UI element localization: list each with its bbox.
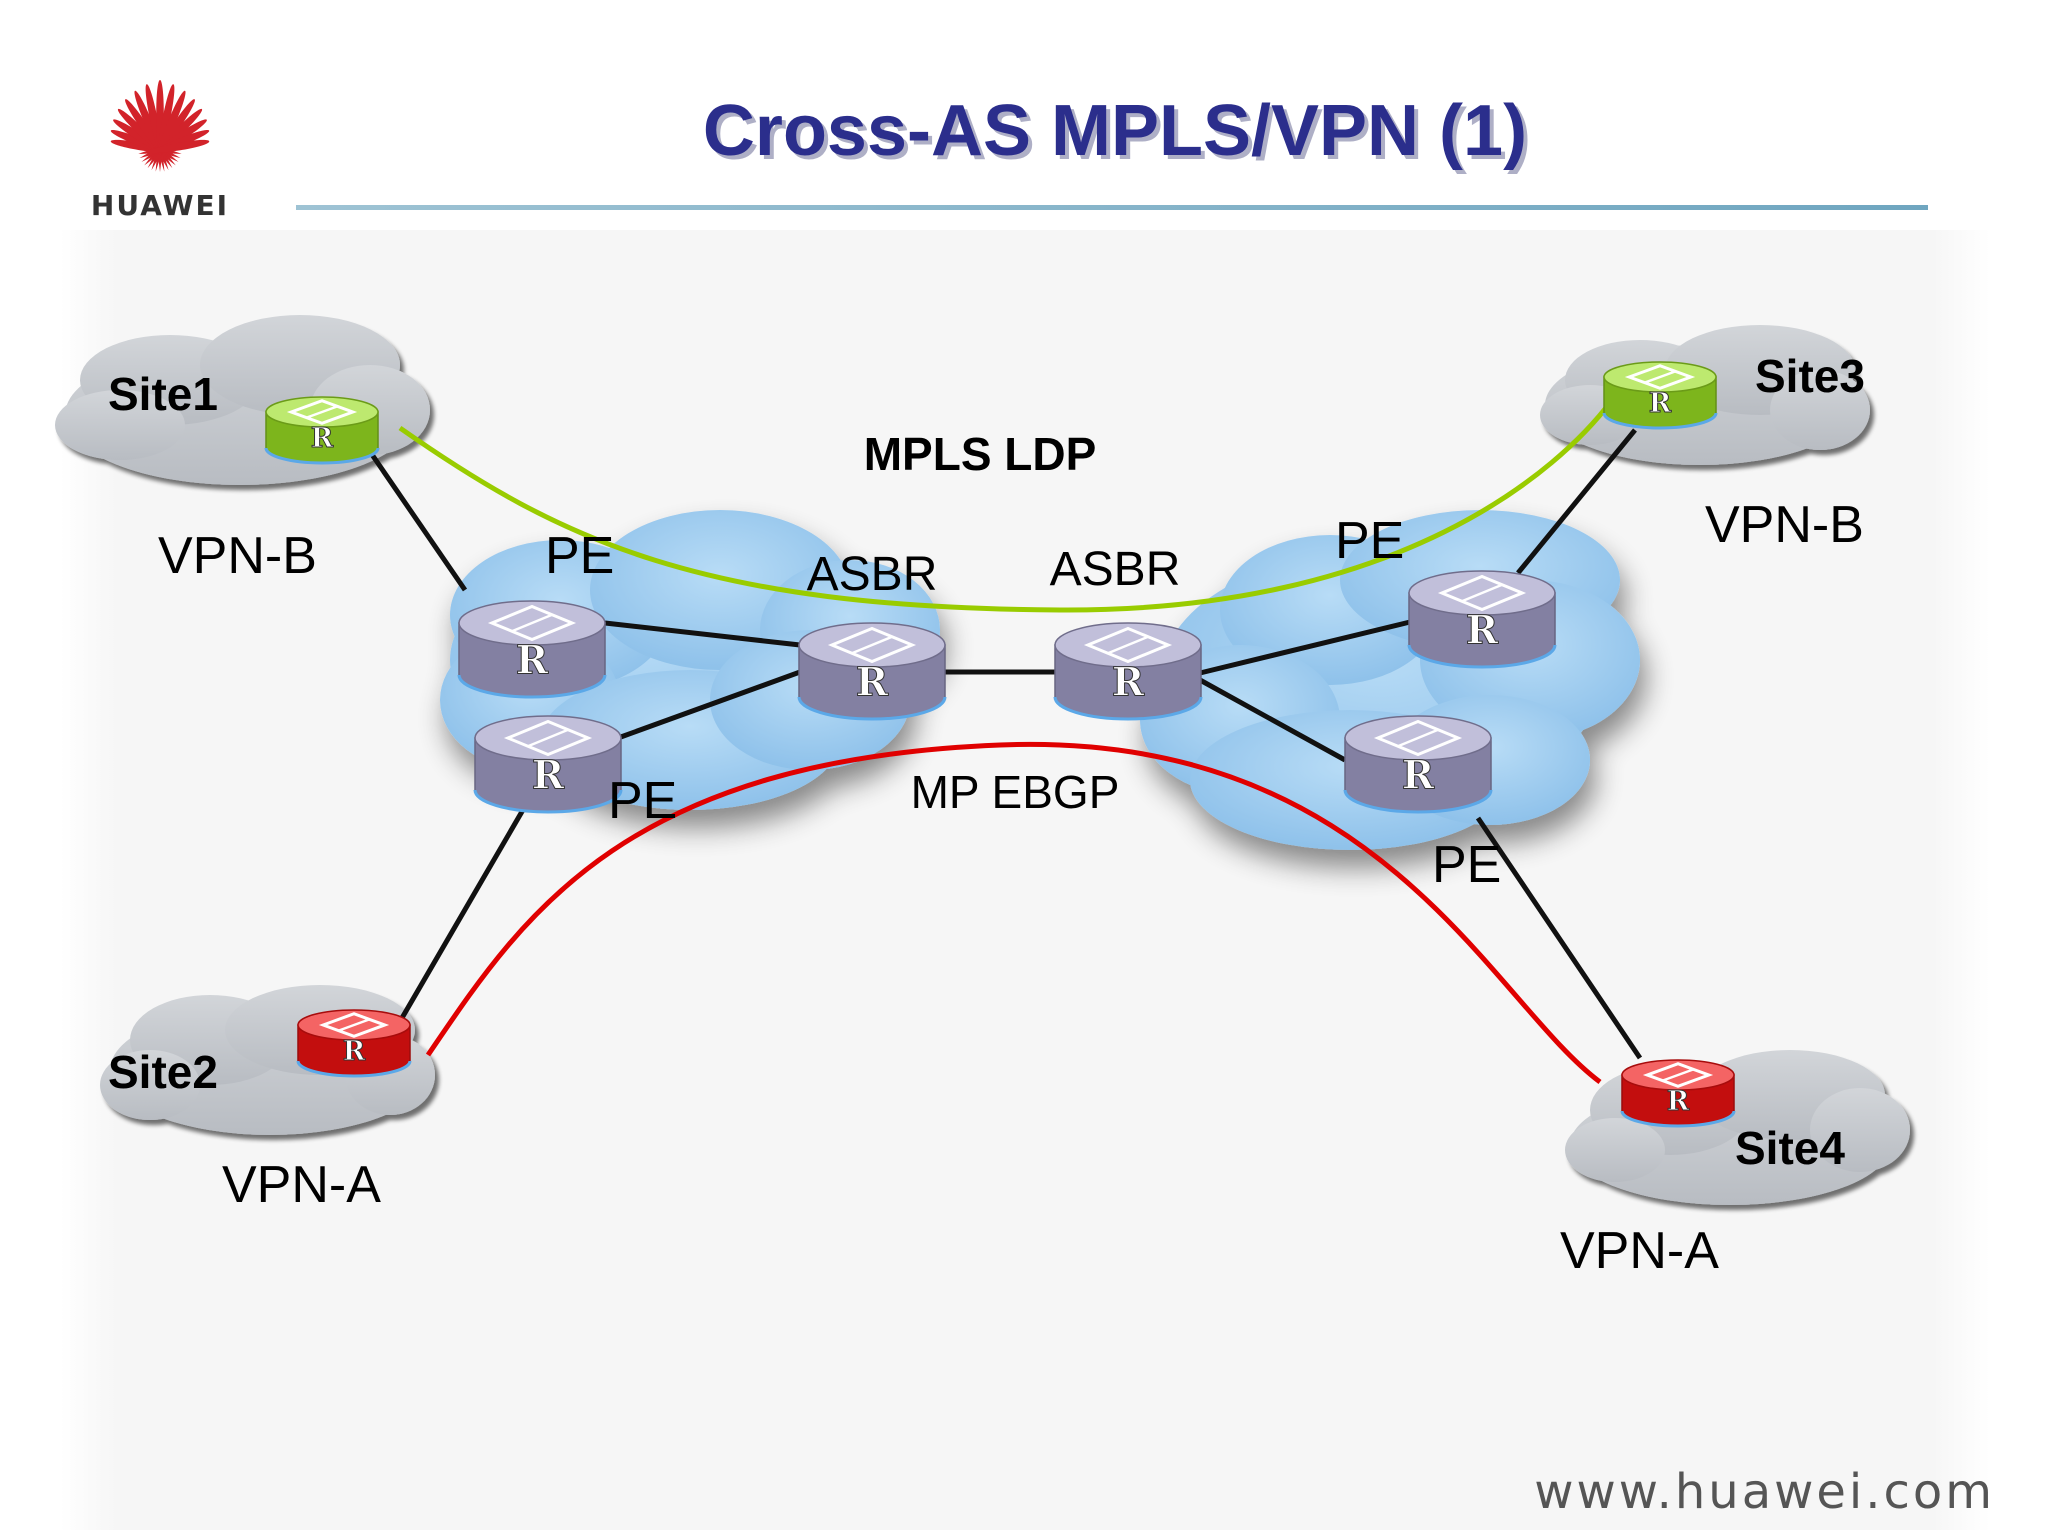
- router-arrows-icon: [1083, 626, 1173, 664]
- router-arrows-icon: [1624, 364, 1696, 390]
- link-asbr2-pe4: [1198, 677, 1347, 763]
- site4-label: Site4: [1735, 1122, 1845, 1174]
- title-underline: [296, 205, 1928, 210]
- router-arrows-icon: [487, 604, 577, 642]
- router-glyph: R: [1402, 753, 1435, 799]
- vpn-b-path: [398, 398, 1615, 613]
- asbr-label-left: ASBR: [807, 548, 938, 601]
- footer-url: www.huawei.com: [1534, 1464, 1995, 1520]
- site3-vpn-label: VPN-B: [1705, 496, 1864, 554]
- router-glyph: R: [516, 638, 549, 684]
- site3-label: Site3: [1755, 350, 1865, 402]
- site1-vpn-label: VPN-B: [158, 527, 317, 585]
- router-arrows-icon: [827, 626, 917, 664]
- router-glyph: R: [343, 1036, 366, 1067]
- router-pe3: R: [1407, 570, 1557, 669]
- router-arrows-icon: [1373, 719, 1463, 757]
- site2-vpn-label: VPN-A: [222, 1156, 381, 1214]
- router-arrows-icon: [286, 399, 358, 425]
- asbr-label-right: ASBR: [1050, 543, 1181, 596]
- router-glyph: R: [1112, 660, 1145, 706]
- link-pe4-ce4: [1475, 816, 1643, 1060]
- router-arrows-icon: [1437, 574, 1527, 612]
- router-asbr1: R: [797, 622, 947, 721]
- router-pe1: R: [457, 600, 607, 699]
- link-asbr2-pe3: [1199, 619, 1411, 676]
- logo-petal: [138, 139, 210, 154]
- router-glyph: R: [856, 660, 889, 706]
- router-pe4: R: [1343, 715, 1493, 814]
- huawei-logo: HUAWEI: [91, 80, 229, 222]
- router-ce3: R: [1602, 361, 1718, 430]
- pe-label-left-top: PE: [545, 527, 614, 585]
- page-title-shadow: Cross-AS MPLS/VPN (1): [707, 95, 1531, 175]
- router-ce4: R: [1620, 1059, 1736, 1128]
- link-pe2-asbr1: [617, 669, 801, 741]
- router-glyph: R: [311, 423, 334, 454]
- pe-label-right-bottom: PE: [1432, 836, 1501, 894]
- router-ce1: R: [264, 396, 380, 465]
- vpn-a-path: [425, 741, 1602, 1085]
- mpls-ldp-label: MPLS LDP: [864, 428, 1097, 480]
- link-pe1-asbr1: [604, 620, 801, 648]
- router-glyph: R: [1649, 388, 1672, 419]
- router-glyph: R: [1667, 1086, 1690, 1117]
- pe-label-right-top: PE: [1335, 512, 1404, 570]
- router-glyph: R: [1466, 608, 1499, 654]
- site2-label: Site2: [108, 1046, 218, 1098]
- pe-label-left-bottom: PE: [608, 772, 677, 830]
- router-glyph: R: [532, 753, 565, 799]
- router-pe2: R: [473, 715, 623, 814]
- mp-ebgp-label: MP EBGP: [911, 766, 1120, 818]
- link-ce1-pe1: [359, 438, 468, 592]
- router-arrows-icon: [1642, 1062, 1714, 1088]
- logo-text: HUAWEI: [91, 189, 229, 222]
- router-ce2: R: [296, 1009, 412, 1078]
- router-arrows-icon: [503, 719, 593, 757]
- page-title: Cross-AS MPLS/VPN (1): [703, 91, 1527, 171]
- link-pe3-ce3: [1516, 428, 1637, 575]
- link-pe2-ce2: [392, 770, 548, 1032]
- router-arrows-icon: [318, 1012, 390, 1038]
- physical-links: [359, 428, 1643, 1060]
- router-asbr2: R: [1053, 622, 1203, 721]
- site1-label: Site1: [108, 368, 218, 420]
- site4-vpn-label: VPN-A: [1560, 1222, 1719, 1280]
